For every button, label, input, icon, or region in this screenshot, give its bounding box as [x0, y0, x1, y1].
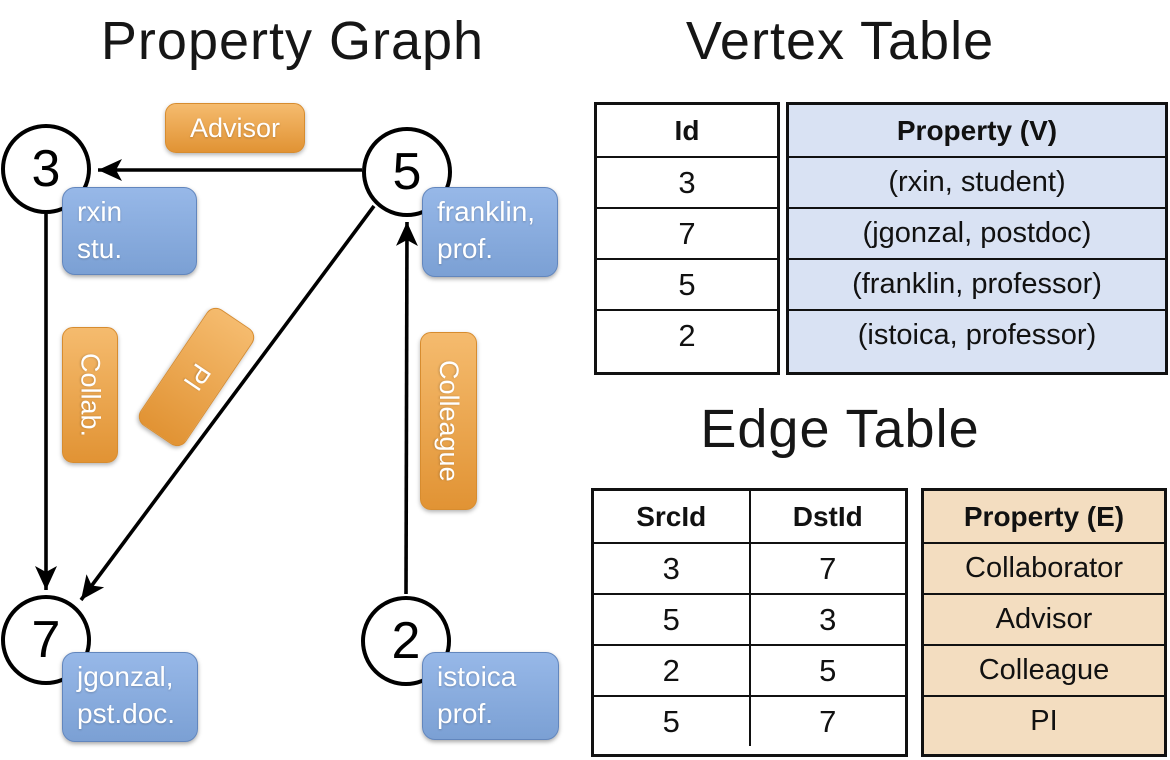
- column-header: Property (E): [924, 491, 1164, 542]
- vertex-property-line: franklin,: [437, 196, 536, 227]
- cell-value: 5: [819, 652, 837, 688]
- cell-property: Collaborator: [965, 552, 1123, 584]
- edge-label-text: Colleague: [434, 360, 464, 482]
- cell-value: 3: [819, 601, 837, 637]
- table-row: 3: [597, 156, 777, 207]
- cell-value: 2: [662, 652, 680, 688]
- edge-line-5-to-7: [79, 204, 376, 602]
- cell-dstid: 3: [748, 595, 906, 644]
- header-label: Property (V): [896, 114, 1058, 146]
- vertex-property-line: prof.: [437, 697, 494, 729]
- vertex-circle-5: 5: [362, 127, 452, 217]
- cell-id: 5: [678, 266, 696, 302]
- vertex-property-line: pst.doc.: [77, 697, 176, 729]
- cell-property: (jgonzal, postdoc): [862, 217, 1092, 249]
- cell-srcid: 5: [594, 697, 749, 746]
- cell-id: 3: [678, 164, 696, 200]
- cell-id: 2: [678, 317, 696, 353]
- table-row: (jgonzal, postdoc): [789, 207, 1165, 258]
- cell-property: (istoica, professor): [857, 319, 1097, 351]
- edge-label-text: PI: [177, 358, 217, 397]
- cell-property: PI: [1030, 705, 1058, 737]
- header-srcid: SrcId: [594, 491, 749, 542]
- graph-edges: [35, 159, 418, 602]
- edge-table-property-column: Property (E) Collaborator Advisor Collea…: [921, 488, 1167, 757]
- table-row: (franklin, professor): [789, 258, 1165, 309]
- table-row: 5 7: [594, 695, 905, 746]
- vertex-property-line: stu.: [77, 232, 123, 264]
- edge-label-advisor: Advisor: [165, 103, 305, 153]
- vertex-table-title: Vertex Table: [685, 11, 995, 71]
- vertex-property-box-3: rxin stu.: [62, 187, 197, 275]
- vertex-circle-2: 2: [361, 596, 451, 686]
- edge-table-id-columns: SrcId DstId 3 7 5 3 2 5 5 7: [591, 488, 908, 757]
- cell-dstid: 5: [748, 646, 906, 695]
- table-row: (rxin, student): [789, 156, 1165, 207]
- header-label: DstId: [792, 500, 863, 532]
- header-label: Property (E): [963, 500, 1125, 532]
- column-header: Property (V): [789, 105, 1165, 156]
- table-row: 3 7: [594, 542, 905, 593]
- vertex-id-label: 7: [31, 611, 61, 669]
- table-row: (istoica, professor): [789, 309, 1165, 360]
- table-row: Colleague: [924, 644, 1164, 695]
- edge-label-text: Advisor: [189, 112, 281, 143]
- vertex-property-line: jgonzal,: [77, 661, 174, 692]
- vertex-property-line: istoica: [437, 661, 517, 692]
- column-header: SrcId DstId: [594, 491, 905, 542]
- edge-label-text: Collab.: [75, 352, 106, 438]
- cell-property: (franklin, professor): [852, 268, 1102, 300]
- cell-value: 7: [819, 703, 837, 739]
- column-header: Id: [597, 105, 777, 156]
- table-row: 5 3: [594, 593, 905, 644]
- cell-srcid: 5: [594, 595, 749, 644]
- vertex-property-line: prof.: [437, 232, 494, 264]
- header-dstid: DstId: [748, 491, 906, 542]
- cell-property: Advisor: [995, 603, 1093, 635]
- table-row: 7: [597, 207, 777, 258]
- cell-srcid: 3: [594, 544, 749, 593]
- table-row: Advisor: [924, 593, 1164, 644]
- table-row: 2: [597, 309, 777, 360]
- table-row: 2 5: [594, 644, 905, 695]
- header-label: SrcId: [636, 500, 707, 532]
- header-label: Id: [674, 114, 700, 146]
- table-row: PI: [924, 695, 1164, 746]
- cell-value: 3: [662, 550, 680, 586]
- property-graph-title: Property Graph: [100, 11, 485, 71]
- edge-label-colleague: Colleague: [420, 332, 477, 510]
- edge-table-title: Edge Table: [700, 399, 980, 459]
- vertex-property-box-5: franklin, prof.: [422, 187, 558, 277]
- vertex-id-label: 3: [31, 140, 61, 198]
- cell-property: Colleague: [978, 654, 1110, 686]
- vertex-table-property-column: Property (V) (rxin, student) (jgonzal, p…: [786, 102, 1168, 375]
- cell-srcid: 2: [594, 646, 749, 695]
- edge-label-collab: Collab.: [62, 327, 118, 463]
- vertex-property-box-2: istoica prof.: [422, 652, 559, 740]
- vertex-table-id-column: Id 3 7 5 2: [594, 102, 780, 375]
- cell-value: 5: [662, 703, 680, 739]
- cell-value: 7: [819, 550, 837, 586]
- cell-value: 5: [662, 601, 680, 637]
- vertex-property-line: rxin: [77, 196, 123, 227]
- vertex-property-box-7: jgonzal, pst.doc.: [62, 652, 198, 742]
- cell-dstid: 7: [748, 544, 906, 593]
- cell-property: (rxin, student): [888, 166, 1066, 198]
- table-row: 5: [597, 258, 777, 309]
- vertex-id-label: 5: [392, 143, 422, 201]
- vertex-id-label: 2: [391, 612, 421, 670]
- edge-line-2-to-5: [395, 221, 418, 595]
- cell-dstid: 7: [748, 697, 906, 746]
- cell-id: 7: [678, 215, 696, 251]
- table-row: Collaborator: [924, 542, 1164, 593]
